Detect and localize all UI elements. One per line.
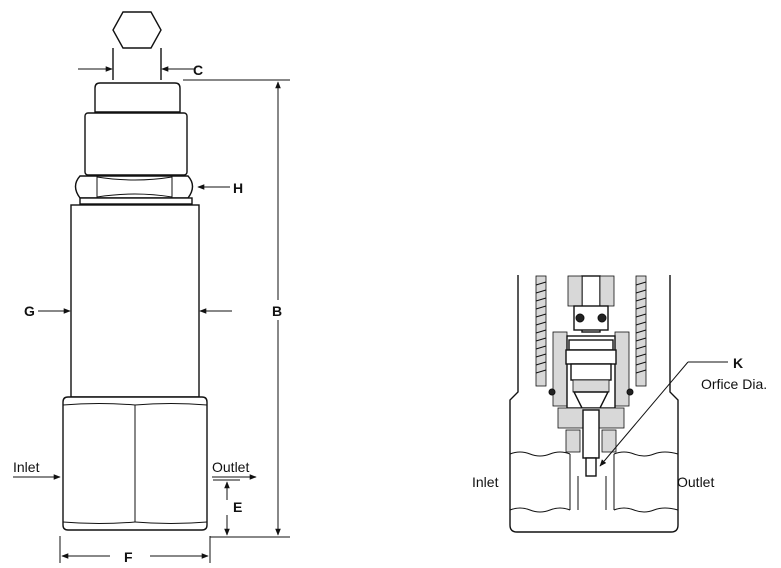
right-outlet-label: Outlet [677, 474, 714, 490]
dim-h-label: H [233, 180, 243, 196]
dim-b-label: B [272, 303, 282, 319]
dim-k-label: K [733, 355, 743, 371]
left-inlet-label: Inlet [13, 459, 40, 475]
hex-stem [112, 11, 162, 49]
dim-c-label: C [193, 62, 203, 78]
orifice-callout: Orfice Dia. [701, 376, 767, 392]
dim-e-label: E [233, 499, 242, 515]
packing-nut [74, 175, 194, 199]
left-external-view: C H G B E F Inlet Outlet [13, 11, 290, 565]
bonnet [84, 112, 188, 176]
cap [94, 82, 181, 113]
right-inlet-label: Inlet [472, 474, 499, 490]
dim-g-label: G [24, 303, 35, 319]
right-section-view: K Orfice Dia. Inlet Outlet [472, 275, 767, 533]
main-body [70, 204, 200, 398]
left-outlet-label: Outlet [212, 459, 249, 475]
dim-f-label: F [124, 549, 133, 565]
